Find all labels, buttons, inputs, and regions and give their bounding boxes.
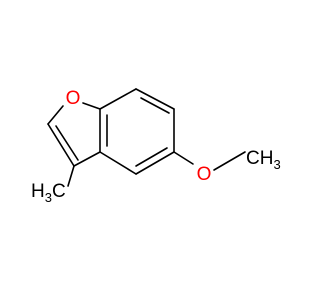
bond-c2-c3 [47, 123, 75, 167]
bond-c7a-o1 [82, 102, 101, 110]
bond-c7-c6 [135, 88, 175, 110]
bond-c4-c3a [99, 151, 137, 175]
bond-c7-c6-inner [140, 97, 170, 114]
bond-o1-c2 [47, 105, 64, 125]
ring-oxygen-label: O [66, 88, 81, 109]
bond-c5-o [173, 151, 194, 165]
ring-methyl-label: H3C [31, 181, 66, 205]
bond-c3-methyl [67, 165, 75, 187]
bond-c5-c4 [135, 151, 175, 175]
methoxy-methyl-symbol: CH [246, 148, 273, 169]
ring-methyl-subscript: 3 [45, 190, 52, 205]
ring-methyl-h: H [31, 181, 45, 202]
bond-c5-c4-inner [135, 147, 168, 167]
bond-c3-c3a [73, 151, 101, 167]
bond-o-ch3 [213, 151, 246, 171]
methoxy-methyl-label: CH3 [246, 148, 281, 172]
structure-canvas: O O CH3 H3C [31, 88, 281, 205]
methoxy-methyl-subscript: 3 [273, 157, 280, 172]
bond-c7a-c7 [99, 88, 137, 110]
ring-methyl-c: C [52, 181, 66, 202]
molecule-structure: O O CH3 H3C [31, 88, 281, 205]
methoxy-oxygen-label: O [197, 164, 212, 185]
bond-c2-c3-inner [55, 125, 79, 161]
